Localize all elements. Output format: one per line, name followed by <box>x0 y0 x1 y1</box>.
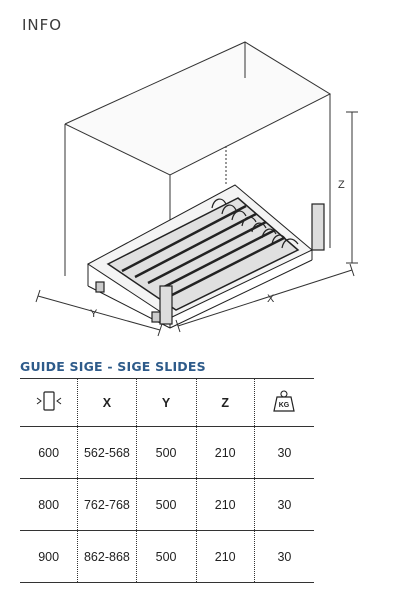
svg-text:KG: KG <box>279 402 290 409</box>
x-dimension-label: X <box>267 293 275 305</box>
cell-y: 500 <box>135 478 197 531</box>
cell-x: 562-568 <box>77 426 137 479</box>
cell-load: 30 <box>253 530 314 583</box>
weight-kg-icon: KG <box>272 390 296 415</box>
header-y: Y <box>135 378 197 427</box>
cell-y: 500 <box>135 530 197 583</box>
cell-width: 800 <box>20 478 78 531</box>
cell-load: 30 <box>253 478 314 531</box>
slides-spec-table: X Y Z KG 600 562-568 500 210 30 80 <box>20 378 314 583</box>
table-row: 800 762-768 500 210 30 <box>20 478 314 531</box>
table-row: 600 562-568 500 210 30 <box>20 426 314 479</box>
table-header-row: X Y Z KG <box>20 378 314 427</box>
cell-z: 210 <box>195 426 255 479</box>
cell-width: 900 <box>20 530 78 583</box>
section-title: GUIDE SIGE - SIGE SLIDES <box>20 359 206 374</box>
cell-z: 210 <box>195 478 255 531</box>
header-cabinet-width <box>20 378 78 427</box>
cell-load: 30 <box>253 426 314 479</box>
table-row: 900 862-868 500 210 30 <box>20 530 314 583</box>
header-load: KG <box>253 378 314 427</box>
cell-width: 600 <box>20 426 78 479</box>
page-title: INFO <box>22 16 63 34</box>
z-dimension-label: Z <box>338 179 345 191</box>
cell-x: 762-768 <box>77 478 137 531</box>
cabinet-drawer-drawing: Z X Y <box>35 41 358 337</box>
cell-x: 862-868 <box>77 530 137 583</box>
cabinet-width-icon <box>35 390 63 415</box>
y-dimension-label: Y <box>90 308 98 320</box>
header-z: Z <box>195 378 255 427</box>
cell-y: 500 <box>135 426 197 479</box>
header-x: X <box>77 378 137 427</box>
cell-z: 210 <box>195 530 255 583</box>
